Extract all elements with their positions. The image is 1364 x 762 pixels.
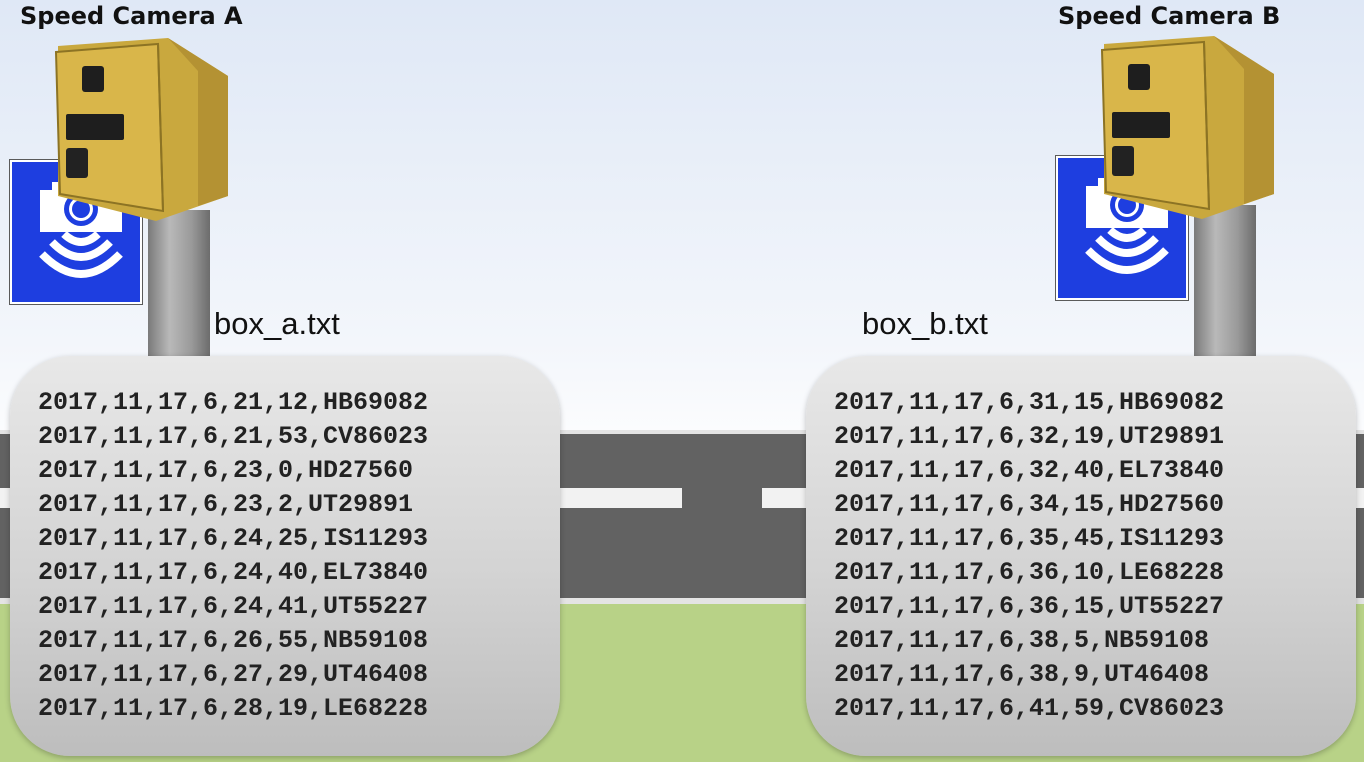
camera-b-title: Speed Camera B	[1058, 2, 1281, 30]
camera-b-records-panel: 2017,11,17,6,31,15,HB69082 2017,11,17,6,…	[806, 356, 1356, 756]
record-line: 2017,11,17,6,36,15,UT55227	[834, 592, 1225, 621]
record-line: 2017,11,17,6,23,0,HD27560	[38, 456, 414, 485]
camera-b-record-list: 2017,11,17,6,31,15,HB69082 2017,11,17,6,…	[834, 386, 1224, 726]
record-line: 2017,11,17,6,26,55,NB59108	[38, 626, 429, 655]
camera-a-records-panel: 2017,11,17,6,21,12,HB69082 2017,11,17,6,…	[10, 356, 560, 756]
record-line: 2017,11,17,6,34,15,HD27560	[834, 490, 1225, 519]
record-line: 2017,11,17,6,31,15,HB69082	[834, 388, 1225, 417]
record-line: 2017,11,17,6,23,2,UT29891	[38, 490, 414, 519]
record-line: 2017,11,17,6,24,25,IS11293	[38, 524, 429, 553]
lane-dash	[560, 488, 682, 508]
record-line: 2017,11,17,6,41,59,CV86023	[834, 694, 1225, 723]
speed-camera-icon	[38, 36, 238, 231]
camera-b-file-label: box_b.txt	[862, 306, 988, 341]
speed-camera-warning-sign-icon	[1055, 155, 1189, 301]
record-line: 2017,11,17,6,35,45,IS11293	[834, 524, 1225, 553]
road-edge-line	[0, 598, 1364, 604]
camera-pole	[1194, 205, 1256, 357]
record-line: 2017,11,17,6,28,19,LE68228	[38, 694, 429, 723]
record-line: 2017,11,17,6,36,10,LE68228	[834, 558, 1225, 587]
record-line: 2017,11,17,6,32,40,EL73840	[834, 456, 1225, 485]
record-line: 2017,11,17,6,24,41,UT55227	[38, 592, 429, 621]
record-line: 2017,11,17,6,38,9,UT46408	[834, 660, 1210, 689]
camera-a-record-list: 2017,11,17,6,21,12,HB69082 2017,11,17,6,…	[38, 386, 428, 726]
road-edge-line	[0, 430, 1364, 434]
speed-camera-icon	[1084, 34, 1284, 229]
camera-pole	[148, 210, 210, 358]
record-line: 2017,11,17,6,21,53,CV86023	[38, 422, 429, 451]
camera-a-file-label: box_a.txt	[214, 306, 340, 341]
camera-a-title: Speed Camera A	[20, 2, 243, 30]
lane-dash	[1356, 488, 1364, 508]
record-line: 2017,11,17,6,21,12,HB69082	[38, 388, 429, 417]
record-line: 2017,11,17,6,27,29,UT46408	[38, 660, 429, 689]
record-line: 2017,11,17,6,38,5,NB59108	[834, 626, 1210, 655]
record-line: 2017,11,17,6,32,19,UT29891	[834, 422, 1225, 451]
record-line: 2017,11,17,6,24,40,EL73840	[38, 558, 429, 587]
